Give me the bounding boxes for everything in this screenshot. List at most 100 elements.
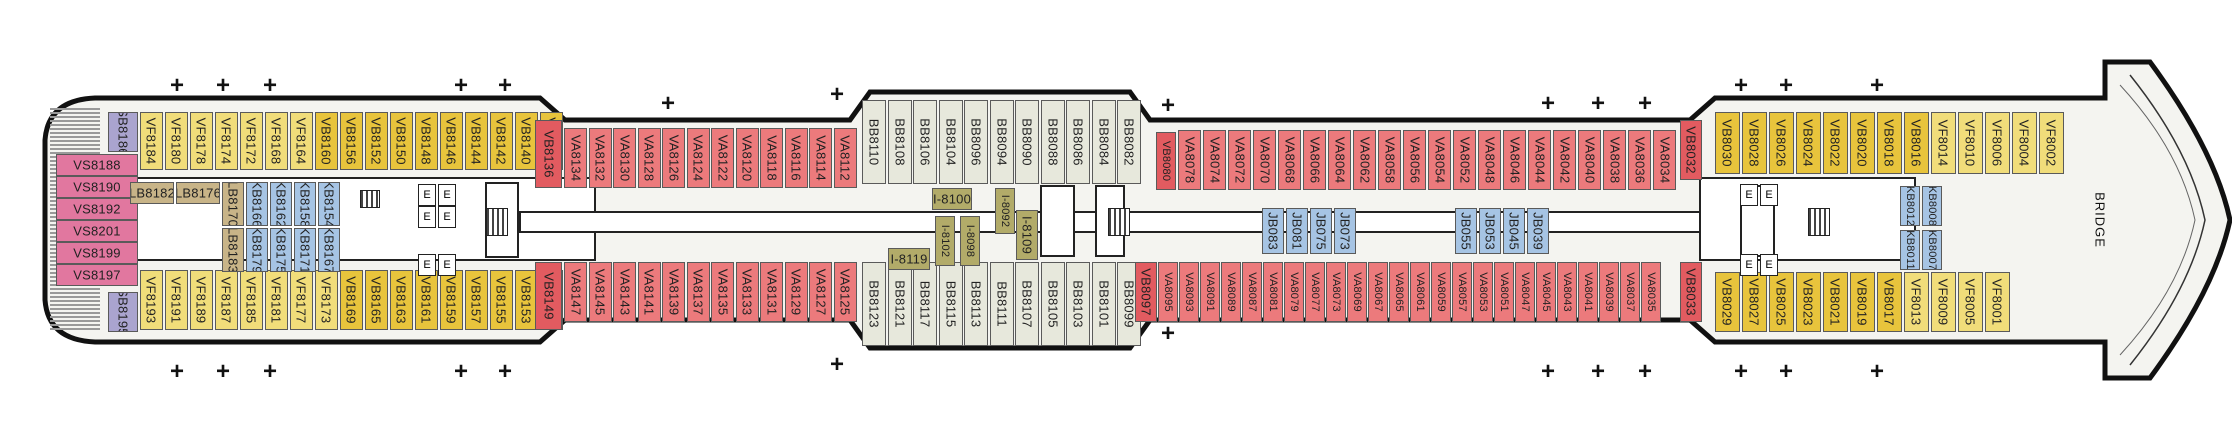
cabin-vb8159[interactable]: VB8159 (440, 270, 463, 330)
cabin-va8065[interactable]: VA8065 (1389, 262, 1409, 322)
cabin-vb8020[interactable]: VB8020 (1850, 112, 1875, 174)
cabin-kb8007[interactable]: KB8007 (1922, 230, 1942, 270)
cabin-vf8164[interactable]: VF8164 (290, 112, 313, 170)
cabin-vf8177[interactable]: VF8177 (290, 270, 313, 330)
cabin-bb8107[interactable]: BB8107 (1015, 262, 1039, 346)
cabin-vf8173[interactable]: VF8173 (315, 270, 338, 330)
cabin-va8126[interactable]: VA8126 (662, 128, 685, 188)
cabin-i-8100[interactable]: I-8100 (932, 188, 972, 210)
cabin-kb8162[interactable]: KB8162 (270, 182, 292, 226)
cabin-i-8092[interactable]: I-8092 (995, 188, 1015, 234)
cabin-va8089[interactable]: VA8089 (1221, 262, 1241, 322)
cabin-vb8023[interactable]: VB8023 (1796, 272, 1821, 332)
cabin-va8068[interactable]: VA8068 (1278, 130, 1301, 190)
cabin-vb8161[interactable]: VB8161 (415, 270, 438, 330)
cabin-va8143[interactable]: VA8143 (613, 262, 636, 322)
cabin-vb8155[interactable]: VB8155 (490, 270, 513, 330)
cabin-va8116[interactable]: VA8116 (784, 128, 808, 188)
cabin-jb045[interactable]: JB045 (1503, 208, 1525, 254)
cabin-vf8006[interactable]: VF8006 (1985, 112, 2010, 174)
cabin-va8118[interactable]: VA8118 (760, 128, 783, 188)
cabin-va8039[interactable]: VA8039 (1599, 262, 1619, 322)
cabin-vb8149[interactable]: VB8149 (535, 262, 562, 330)
cabin-va8047[interactable]: VA8047 (1515, 262, 1535, 322)
cabin-bb8086[interactable]: BB8086 (1066, 100, 1090, 184)
cabin-va8070[interactable]: VA8070 (1253, 130, 1276, 190)
cabin-va8081[interactable]: VA8081 (1263, 262, 1283, 322)
cabin-va8034[interactable]: VA8034 (1653, 130, 1676, 190)
cabin-va8114[interactable]: VA8114 (809, 128, 832, 188)
cabin-va8051[interactable]: VA8051 (1494, 262, 1514, 322)
cabin-sb8186[interactable]: SB8186 (108, 112, 138, 152)
cabin-va8124[interactable]: VA8124 (686, 128, 710, 188)
cabin-jb083[interactable]: JB083 (1262, 208, 1284, 254)
cabin-vb8024[interactable]: VB8024 (1796, 112, 1821, 174)
cabin-vb8163[interactable]: VB8163 (390, 270, 413, 330)
cabin-bb8105[interactable]: BB8105 (1040, 262, 1065, 346)
cabin-vb8030[interactable]: VB8030 (1715, 112, 1740, 174)
cabin-vb8144[interactable]: VB8144 (465, 112, 488, 170)
cabin-vb8018[interactable]: VB8018 (1877, 112, 1902, 174)
cabin-vf8005[interactable]: VF8005 (1958, 272, 1983, 332)
cabin-va8072[interactable]: VA8072 (1228, 130, 1251, 190)
cabin-vb8026[interactable]: VB8026 (1769, 112, 1794, 174)
cabin-lb8176[interactable]: LB8176 (176, 182, 220, 204)
cabin-vs8199[interactable]: VS8199 (56, 242, 138, 264)
cabin-va8054[interactable]: VA8054 (1428, 130, 1451, 190)
cabin-vb8148[interactable]: VB8148 (415, 112, 438, 170)
cabin-vb8033[interactable]: VB8033 (1680, 262, 1702, 322)
cabin-vb8021[interactable]: VB8021 (1823, 272, 1848, 332)
cabin-jb081[interactable]: JB081 (1286, 208, 1308, 254)
cabin-vb8019[interactable]: VB8019 (1850, 272, 1875, 332)
cabin-bb8111[interactable]: BB8111 (989, 262, 1014, 346)
cabin-jb039[interactable]: JB039 (1527, 208, 1549, 254)
cabin-vs8201[interactable]: VS8201 (56, 220, 138, 242)
cabin-i-8109[interactable]: I-8109 (1016, 210, 1038, 260)
cabin-bb8117[interactable]: BB8117 (913, 262, 937, 346)
cabin-va8079[interactable]: VA8079 (1284, 262, 1304, 322)
cabin-bb8084[interactable]: BB8084 (1091, 100, 1116, 184)
cabin-kb8008[interactable]: KB8008 (1922, 186, 1942, 226)
cabin-va8112[interactable]: VA8112 (833, 128, 857, 188)
cabin-vb8160[interactable]: VB8160 (315, 112, 338, 170)
cabin-lb8182[interactable]: LB8182 (130, 182, 174, 204)
cabin-va8139[interactable]: VA8139 (662, 262, 685, 322)
cabin-va8061[interactable]: VA8061 (1410, 262, 1430, 322)
cabin-va8069[interactable]: VA8069 (1347, 262, 1367, 322)
cabin-vf8013[interactable]: VF8013 (1904, 272, 1929, 332)
cabin-vf8174[interactable]: VF8174 (215, 112, 238, 170)
cabin-va8042[interactable]: VA8042 (1553, 130, 1576, 190)
cabin-va8062[interactable]: VA8062 (1353, 130, 1376, 190)
cabin-kb8179[interactable]: KB8179 (246, 228, 268, 272)
cabin-va8122[interactable]: VA8122 (711, 128, 734, 188)
cabin-va8134[interactable]: VA8134 (564, 128, 587, 188)
cabin-va8087[interactable]: VA8087 (1242, 262, 1262, 322)
cabin-vs8192[interactable]: VS8192 (56, 198, 138, 220)
cabin-va8046[interactable]: VA8046 (1503, 130, 1526, 190)
cabin-bb8082[interactable]: BB8082 (1117, 100, 1141, 184)
cabin-vb8169[interactable]: VB8169 (340, 270, 363, 330)
cabin-vb8097[interactable]: VB8097 (1135, 262, 1157, 322)
cabin-vb8152[interactable]: VB8152 (365, 112, 388, 170)
cabin-bb8113[interactable]: BB8113 (964, 262, 988, 346)
cabin-vf8185[interactable]: VF8185 (240, 270, 263, 330)
cabin-bb8088[interactable]: BB8088 (1040, 100, 1065, 184)
cabin-kb8175[interactable]: KB8175 (270, 228, 292, 272)
cabin-kb8012[interactable]: KB8012 (1900, 186, 1920, 226)
cabin-va8127[interactable]: VA8127 (809, 262, 832, 322)
cabin-vf8004[interactable]: VF8004 (2012, 112, 2037, 174)
cabin-va8132[interactable]: VA8132 (588, 128, 612, 188)
cabin-vb8022[interactable]: VB8022 (1823, 112, 1848, 174)
cabin-va8059[interactable]: VA8059 (1431, 262, 1451, 322)
cabin-va8053[interactable]: VA8053 (1473, 262, 1493, 322)
cabin-kb8158[interactable]: KB8158 (294, 182, 316, 226)
cabin-vf8014[interactable]: VF8014 (1931, 112, 1956, 174)
cabin-vf8181[interactable]: VF8181 (265, 270, 288, 330)
cabin-bb8096[interactable]: BB8096 (964, 100, 988, 184)
cabin-bb8101[interactable]: BB8101 (1091, 262, 1116, 346)
cabin-va8056[interactable]: VA8056 (1403, 130, 1426, 190)
cabin-vf8001[interactable]: VF8001 (1985, 272, 2010, 332)
cabin-kb8011[interactable]: KB8011 (1900, 230, 1920, 270)
cabin-vb8027[interactable]: VB8027 (1742, 272, 1767, 332)
cabin-bb8094[interactable]: BB8094 (989, 100, 1014, 184)
